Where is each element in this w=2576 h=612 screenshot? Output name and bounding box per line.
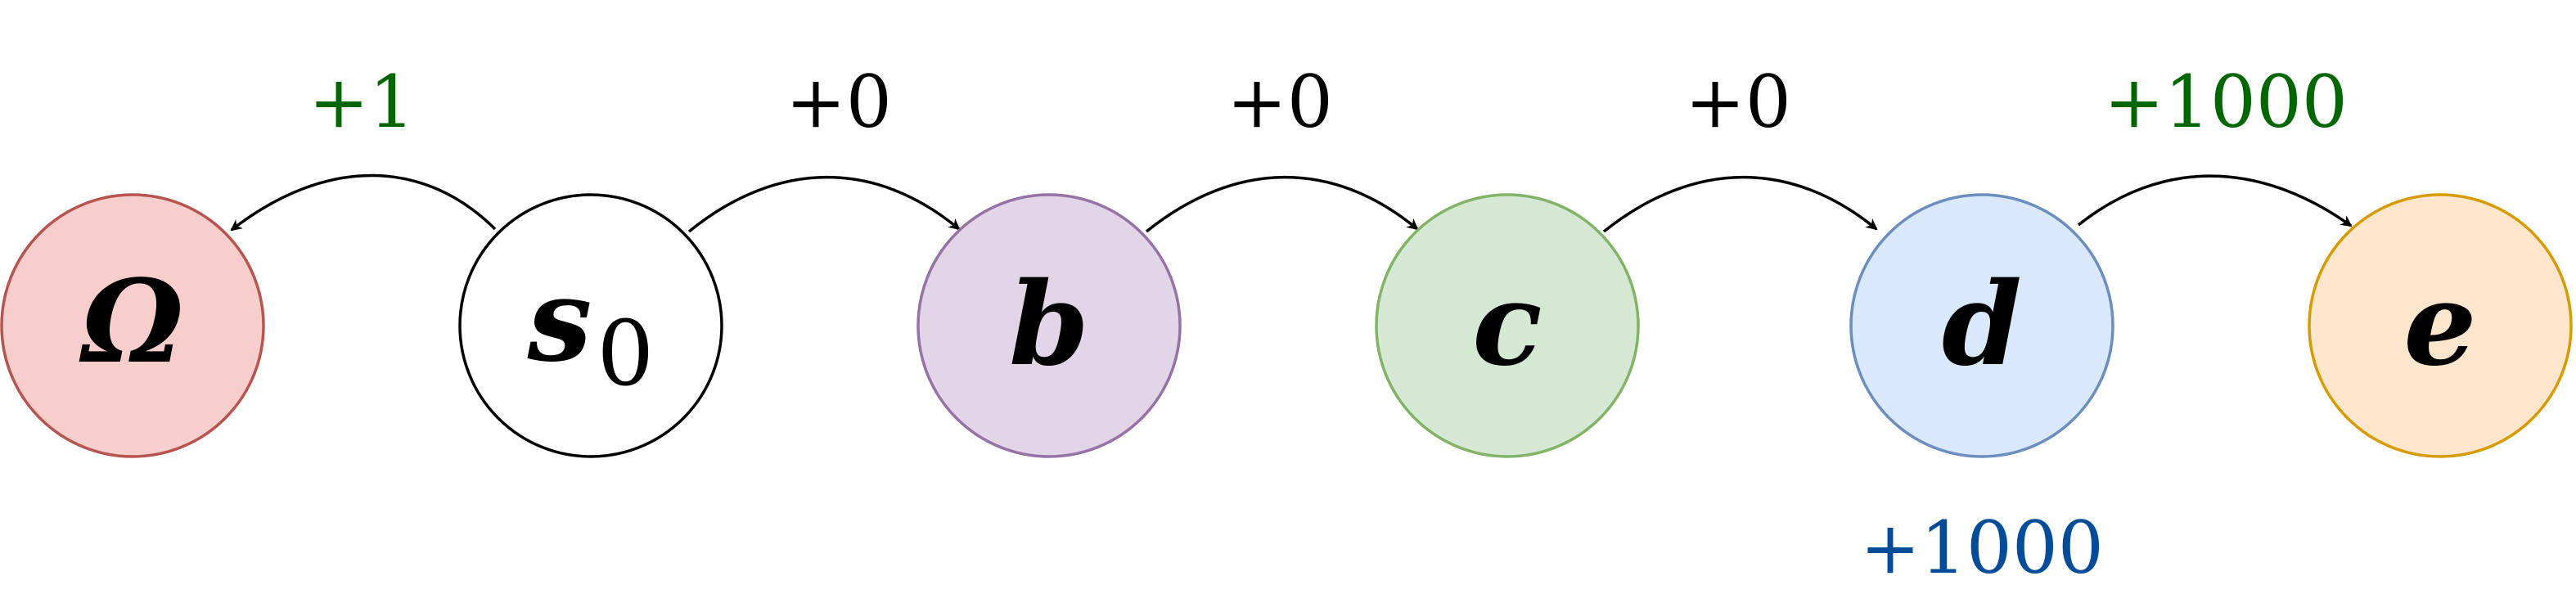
node-c-label: c xyxy=(1472,258,1542,392)
edge-d-e xyxy=(2077,174,2353,227)
node-d-reward-label: +1000 xyxy=(1860,506,2104,590)
edge-s0-b xyxy=(687,175,961,233)
node-omega-label: Ω xyxy=(79,255,184,389)
edges xyxy=(230,173,2353,233)
edge-c-d xyxy=(1602,175,1878,233)
node-omega-circle xyxy=(0,193,265,458)
node-e-label: e xyxy=(2403,258,2476,392)
edge-b-c xyxy=(1145,175,1419,233)
node-b-circle xyxy=(916,193,1182,458)
node-s0-circle xyxy=(458,193,723,458)
node-b-label: b xyxy=(1009,258,1089,392)
node-e: e xyxy=(2308,193,2573,458)
node-c-circle xyxy=(1375,193,1640,458)
edge-s0-omega xyxy=(230,173,497,232)
node-s0-label: s0 xyxy=(527,254,655,406)
node-d: d xyxy=(1849,193,2114,458)
edge-labels: +1 +0 +0 +0 +1000 xyxy=(308,60,2348,144)
node-d-circle xyxy=(1849,193,2114,458)
node-s0: s0 xyxy=(458,193,723,458)
node-c: c xyxy=(1375,193,1640,458)
edge-label-c-d: +0 xyxy=(1685,60,1791,144)
edge-label-d-e: +1000 xyxy=(2104,60,2348,144)
edge-label-b-c: +0 xyxy=(1227,60,1333,144)
edge-label-s0-omega: +1 xyxy=(308,60,415,144)
node-b: b xyxy=(916,193,1182,458)
node-d-label: d xyxy=(1942,258,2022,392)
node-omega: Ω xyxy=(0,193,265,458)
edge-label-s0-b: +0 xyxy=(786,60,892,144)
node-e-circle xyxy=(2308,193,2573,458)
